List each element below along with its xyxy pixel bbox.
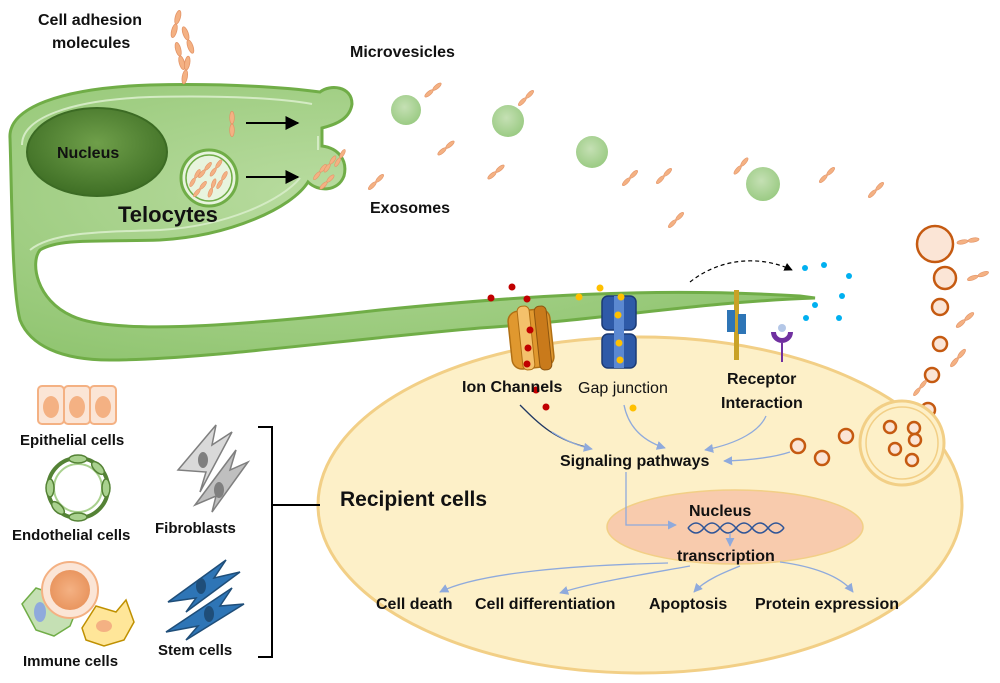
ion-channel-protein: [507, 305, 555, 371]
transcription-label: transcription: [677, 548, 775, 565]
telocyte-inner-membrane: [21, 95, 319, 251]
exosome-vesicle: [179, 148, 239, 208]
telocyte-nucleus-label: Nucleus: [57, 145, 119, 162]
epithelial-cells-label: Epithelial cells: [20, 432, 124, 449]
fibroblasts-label: Fibroblasts: [155, 520, 236, 537]
cell-adhesion-label-1: Cell adhesion: [38, 12, 142, 29]
telocyte-nucleus: [26, 107, 168, 197]
stem-cells-label: Stem cells: [158, 642, 232, 659]
receptor-label-2: Interaction: [721, 395, 803, 412]
receptor-label-1: Receptor: [727, 371, 796, 388]
exosome-column: [915, 224, 958, 419]
cell-adhesion-molecules: [169, 9, 196, 85]
microvesicles: [391, 95, 780, 201]
exosome-column-molecules: [912, 236, 990, 397]
stem-cells-icon: [165, 559, 245, 641]
immune-cells-icon: [21, 561, 135, 647]
endocytic-exosomes: [789, 419, 923, 468]
arrow-signaling-to-nucleus: [625, 472, 677, 530]
gap-junction-label: Gap junction: [578, 380, 668, 397]
outcome-cell-death: Cell death: [376, 596, 452, 613]
ligand-receptor: [771, 324, 793, 362]
arrow-receptor-to-signaling: [704, 415, 767, 453]
arrow-to-cell-differentiation: [559, 565, 691, 595]
epithelial-cells-icon: [37, 385, 117, 425]
gap-particles: [575, 284, 637, 412]
arrow-to-protein-expression: [779, 561, 854, 593]
endothelial-cells-icon: [45, 454, 111, 522]
endocytic-vesicle: [858, 399, 946, 487]
microvesicles-label: Microvesicles: [350, 44, 455, 61]
cell-adhesion-label-2: molecules: [52, 35, 130, 52]
outcome-protein-expression: Protein expression: [755, 596, 899, 613]
outcome-cell-differentiation: Cell differentiation: [475, 596, 615, 613]
arrow-exosome-to-signaling: [723, 451, 791, 466]
receptor-protein: [727, 290, 746, 360]
telocytes-label: Telocytes: [118, 202, 218, 227]
recipient-cells-label: Recipient cells: [340, 488, 487, 511]
fibroblasts-icon: [176, 424, 251, 513]
arrow-to-cell-death: [439, 562, 669, 593]
endocytic-vesicle-inner: [865, 406, 939, 480]
ion-particles: [487, 283, 550, 411]
outcome-apoptosis: Apoptosis: [649, 596, 727, 613]
secretion-dashed-arrow: [689, 260, 793, 283]
arrow-ion-head: [551, 431, 593, 452]
arrow-gap-to-signaling: [623, 404, 666, 450]
exosome-vesicle-inner-ring: [185, 154, 233, 202]
recipient-nucleus-label: Nucleus: [689, 503, 751, 520]
immune-cells-label: Immune cells: [23, 653, 118, 670]
dna-helix-2: [687, 522, 785, 534]
endothelial-cells-label: Endothelial cells: [12, 527, 130, 544]
secreted-particles: [802, 262, 852, 321]
exosomes-label: Exosomes: [370, 200, 450, 217]
ion-channels-label: Ion Channels: [462, 379, 563, 396]
arrow-to-apoptosis: [693, 565, 741, 593]
signaling-pathways-label: Signaling pathways: [560, 453, 709, 470]
cell-types-bracket: [258, 426, 320, 658]
